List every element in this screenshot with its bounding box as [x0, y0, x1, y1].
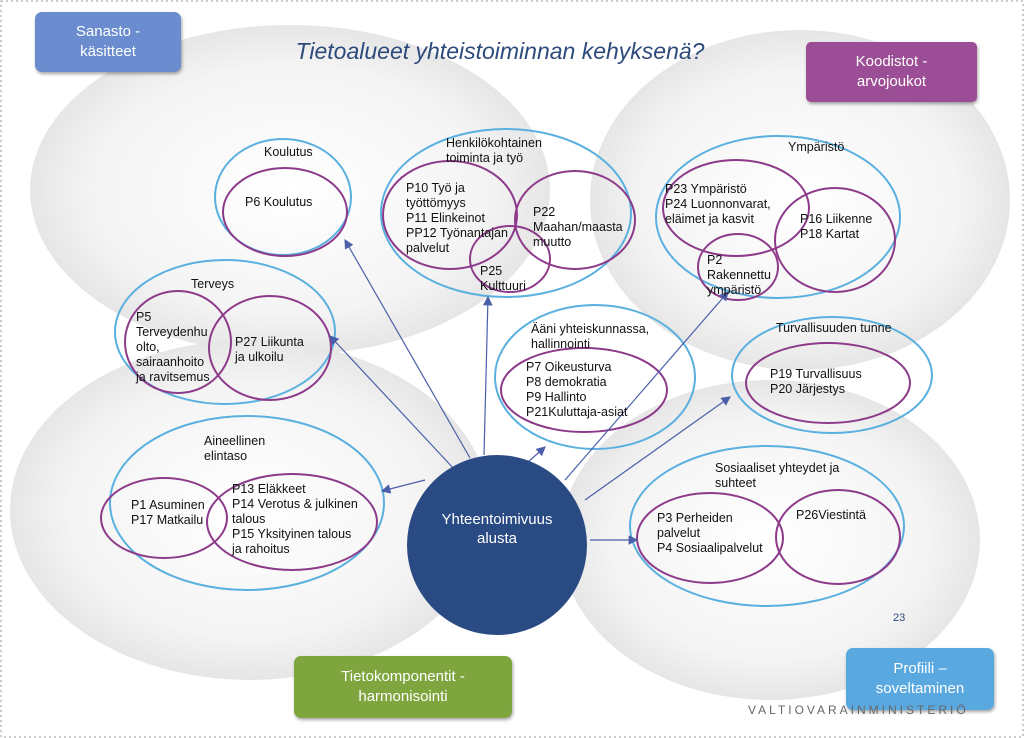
slide-title: Tietoalueet yhteistoiminnan kehyksenä?: [295, 38, 705, 64]
heading-henkilokohtainen: Henkilökohtainen toiminta ja työ: [446, 136, 542, 165]
box-sanasto-line1: Sanasto -: [75, 23, 141, 40]
box-sanasto-line2: käsitteet: [80, 43, 136, 60]
item-p19-p20: P19 Turvallisuus P20 Järjestys: [770, 367, 862, 396]
inner-circle-p2: [697, 233, 779, 301]
inner-circle-p7: [500, 347, 668, 433]
background-blob-top-right: [590, 30, 1010, 370]
item-p27: P27 Liikunta ja ulkoilu: [235, 335, 304, 364]
hub-label-line2: alusta: [476, 530, 518, 547]
outer-circle-ymparisto: [655, 135, 901, 299]
outer-circles: [109, 128, 933, 607]
item-p2: P2 Rakennettu ympäristö: [707, 253, 771, 297]
outer-circle-aani: [494, 304, 696, 450]
item-p25: P25 Kulttuuri: [480, 264, 526, 293]
background-blob-bottom-right: [560, 380, 980, 700]
arrow-to-koulutus: [344, 238, 471, 459]
hub-label: Yhteentoimivuus alusta: [422, 510, 572, 548]
box-tietokomponentit-line2: harmonisointi: [358, 688, 448, 705]
hub-arrows: [329, 238, 731, 545]
outer-circle-aineellinen: [109, 415, 385, 591]
inner-circle-p6: [222, 167, 348, 257]
heading-koulutus: Koulutus: [264, 145, 313, 159]
item-p5: P5 Terveydenhu olto, sairaanhoito ja rav…: [136, 310, 210, 384]
inner-circle-p5: [124, 290, 232, 394]
inner-circle-p25: [469, 225, 551, 293]
item-p26: P26Viestintä: [796, 508, 866, 522]
arrow-to-terveys: [329, 335, 456, 471]
outer-circle-sosiaaliset: [629, 445, 905, 607]
box-profiili: Profiili – soveltaminen: [846, 648, 994, 710]
arrow-to-aani: [527, 446, 546, 463]
outer-circle-terveys: [114, 259, 336, 405]
box-koodistot-line1: Koodistot -: [855, 53, 928, 70]
box-tietokomponentit-line1: Tietokomponentit -: [341, 668, 465, 685]
inner-circle-p26: [775, 489, 901, 585]
inner-circle-p1: [100, 477, 228, 559]
arrow-to-henkilokohtainen: [482, 295, 493, 456]
heading-sosiaaliset: Sosiaaliset yhteydet ja suhteet: [715, 461, 840, 490]
box-koodistot: Koodistot - arvojoukot: [806, 42, 977, 102]
page-number: 23: [893, 612, 906, 624]
item-p7-p21: P7 Oikeusturva P8 demokratia P9 Hallinto…: [526, 360, 628, 419]
inner-circles: [100, 159, 911, 585]
item-p6: P6 Koulutus: [245, 195, 313, 209]
inner-circle-p19: [745, 342, 911, 424]
inner-circle-p27: [208, 295, 332, 401]
inner-circle-p22: [514, 170, 636, 270]
item-p16-p18: P16 Liikenne P18 Kartat: [800, 212, 873, 241]
box-profiili-line1: Profiili –: [893, 660, 947, 677]
inner-circle-p10: [382, 160, 518, 270]
footer-logo: VALTIOVARAINMINISTERIÖ: [748, 703, 969, 717]
inner-circle-p16: [774, 187, 896, 293]
arrow-to-aineellinen: [380, 479, 426, 494]
item-p22: P22 Maahan/maasta muutto: [533, 205, 623, 249]
item-p3-p4: P3 Perheiden palvelut P4 Sosiaalipalvelu…: [657, 511, 763, 555]
outer-circle-henkilokohtainen: [380, 128, 632, 298]
box-koodistot-line2: arvojoukot: [856, 73, 927, 90]
heading-turvallisuus: Turvallisuuden tunne: [776, 321, 892, 335]
inner-circle-p13: [206, 473, 378, 571]
item-p23-p24: P23 Ympäristö P24 Luonnonvarat, eläimet …: [665, 182, 771, 226]
heading-aineellinen: Aineellinen elintaso: [204, 434, 266, 463]
box-tietokomponentit: Tietokomponentit - harmonisointi: [294, 656, 512, 718]
heading-ymparisto: Ympäristö: [788, 140, 845, 154]
item-p13-p15: P13 Eläkkeet P14 Verotus & julkinen talo…: [232, 482, 358, 556]
box-profiili-line2: soveltaminen: [875, 680, 965, 697]
background-blob-bottom-left: [10, 340, 490, 680]
background-blob-top-left: [30, 25, 550, 355]
item-p10-p12: P10 Työ ja työttömyys P11 Elinkeinot PP1…: [406, 181, 508, 255]
arrow-to-turvallisuus: [584, 396, 731, 501]
hub-circle: [407, 455, 587, 635]
box-sanasto: Sanasto - käsitteet: [35, 12, 181, 72]
inner-circle-p23: [662, 159, 810, 257]
heading-aani: Ääni yhteiskunnassa, hallinnointi: [531, 322, 650, 351]
item-p1-p17: P1 Asuminen P17 Matkailu: [131, 498, 205, 527]
hub-label-line1: Yhteentoimivuus: [441, 511, 553, 528]
heading-terveys: Terveys: [191, 277, 235, 291]
outer-circle-turvallisuus: [731, 316, 933, 434]
arrow-to-ymparisto: [564, 291, 729, 481]
